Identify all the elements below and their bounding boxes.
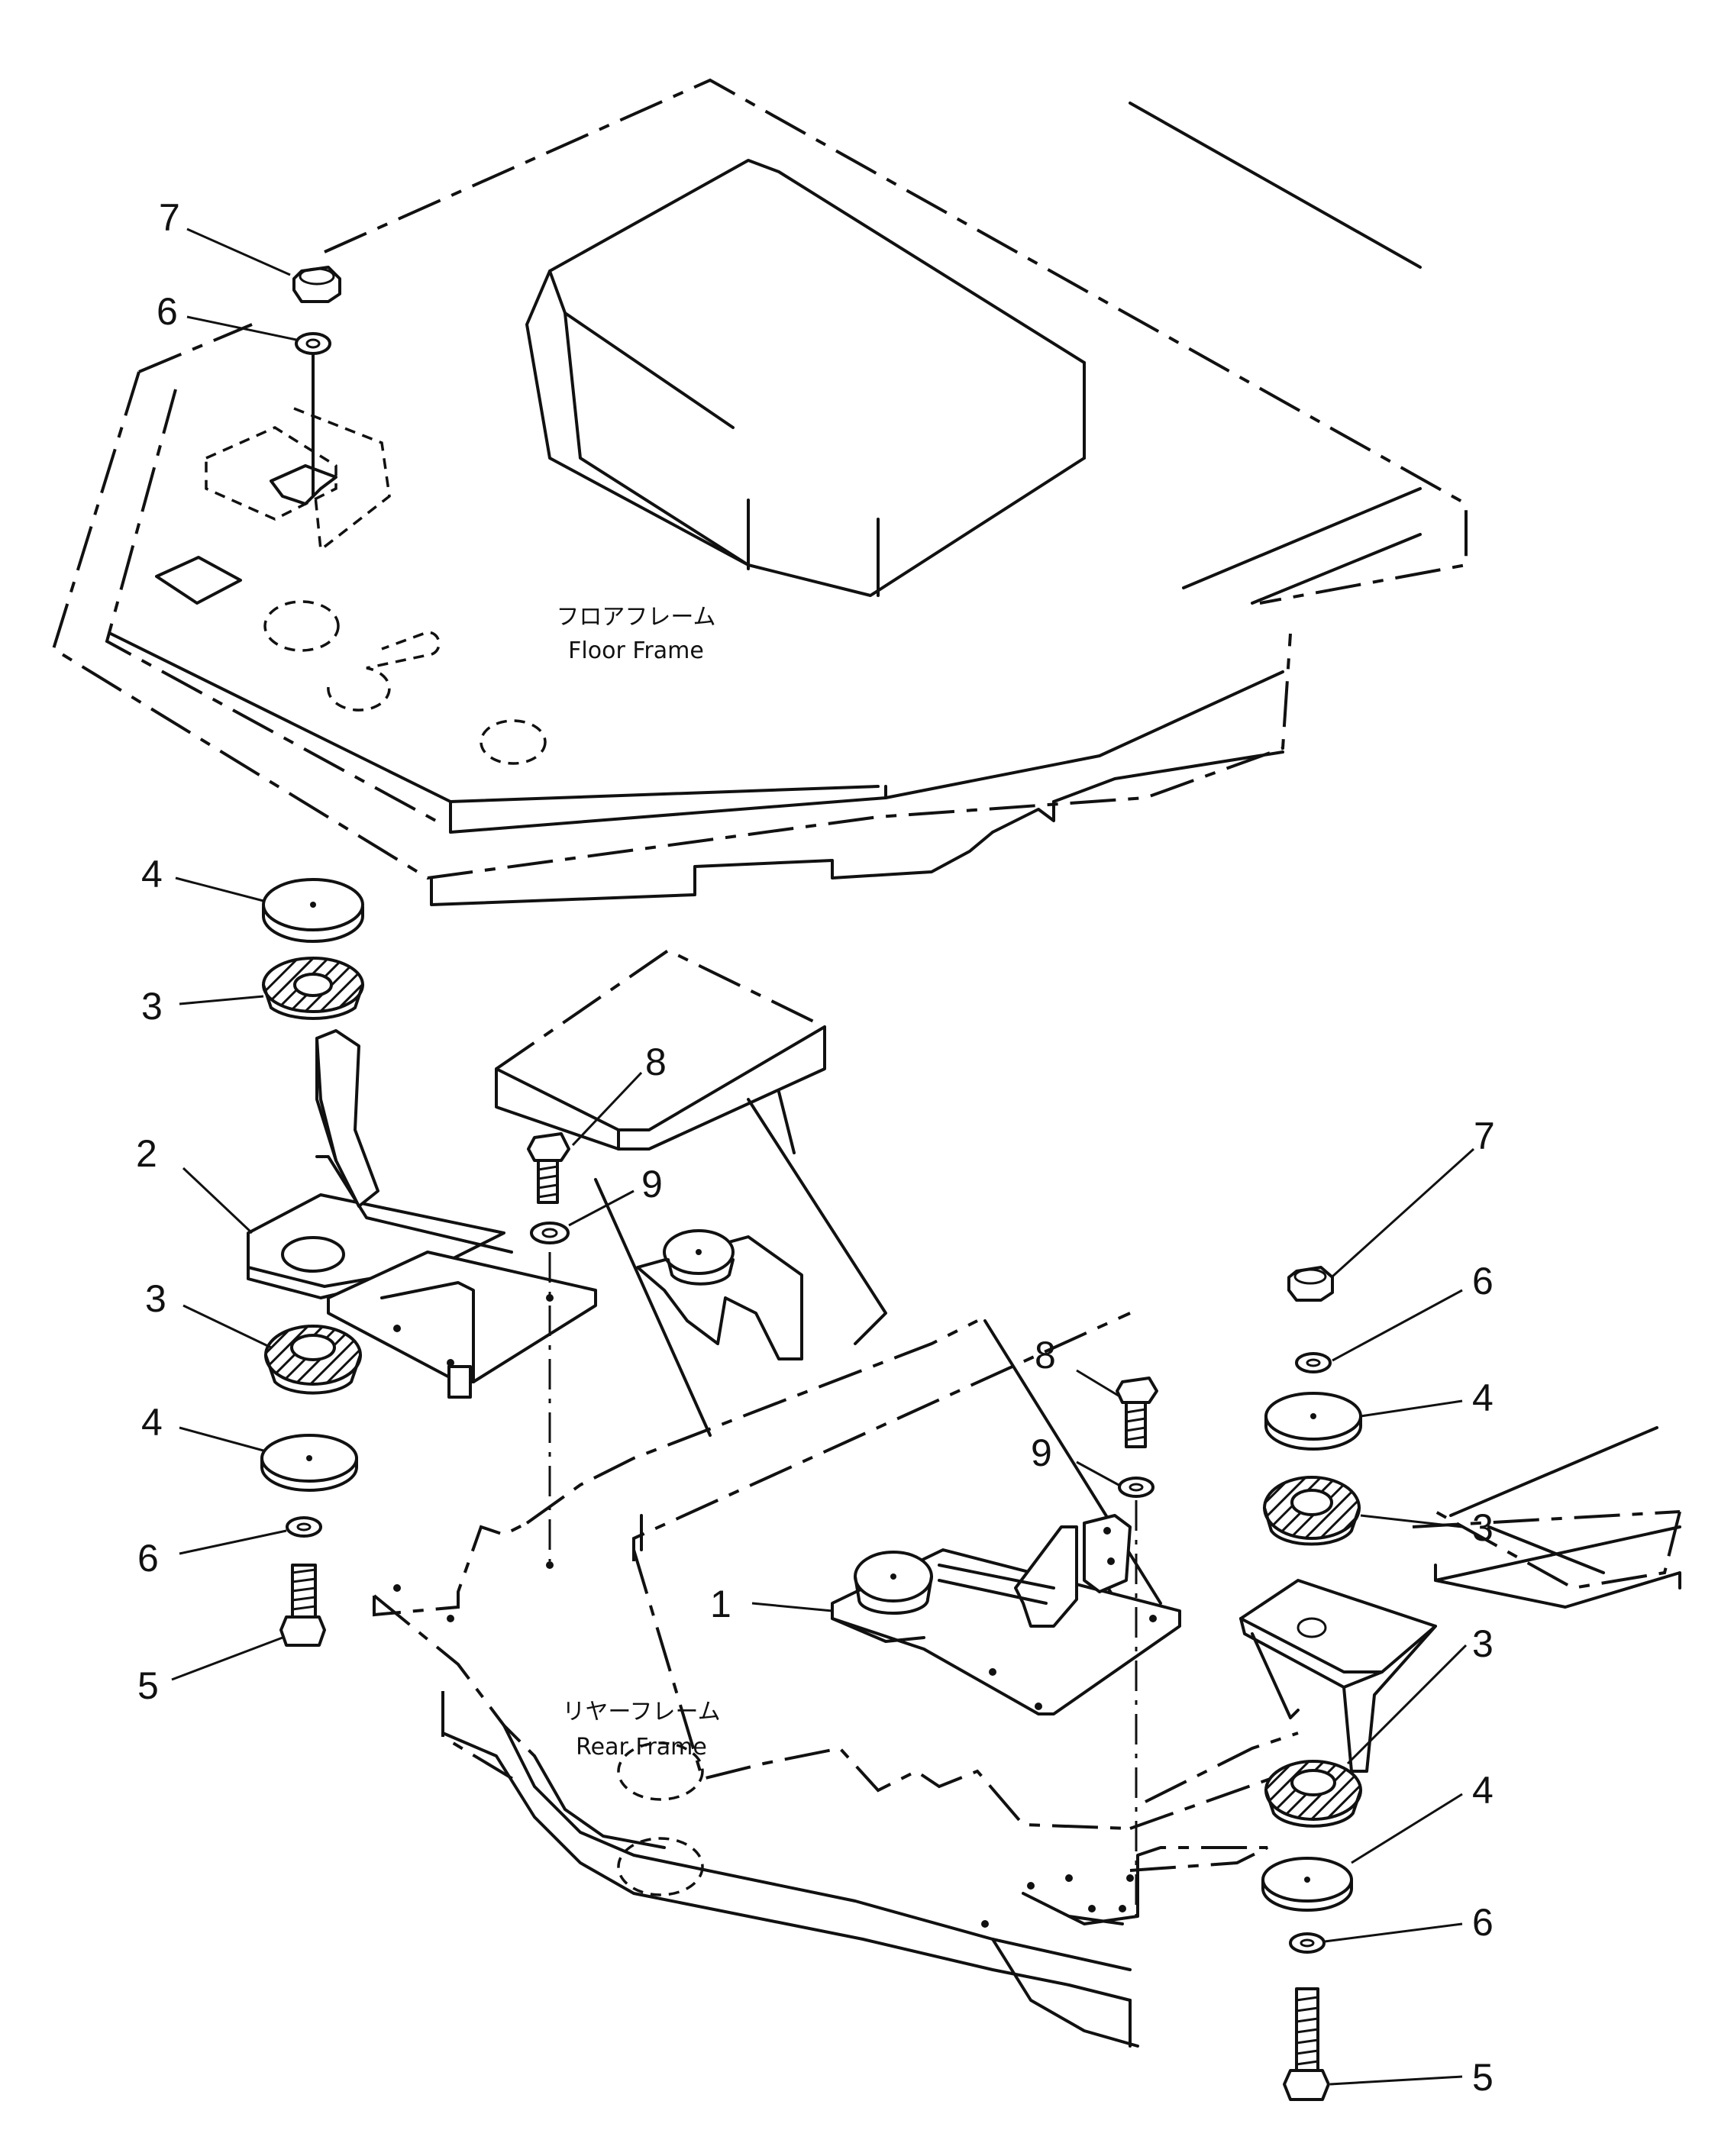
callout-6-right-lower: 6 [1472,1901,1494,1944]
floor-frame [51,78,1468,906]
rear-frame-label: リヤーフレーム Rear Frame [562,1699,720,1761]
plate-4-left-lower [260,1434,358,1492]
plate-4-right-top [1264,1392,1362,1451]
callout-9-left: 9 [641,1163,663,1205]
callout-3-left-lower: 3 [145,1277,166,1320]
callout-4-right-top: 4 [1472,1377,1494,1419]
floor-frame-label-en: Floor Frame [568,637,704,664]
callout-3-top-left: 3 [141,985,163,1028]
callout-7-top: 7 [159,196,180,239]
bolt-8-right [1116,1377,1158,1448]
rear-frame-right-plate [1434,1426,1681,1609]
bolt-5-right [1283,1987,1330,2101]
rear-frame-label-en: Rear Frame [576,1734,707,1761]
callout-3-right-lower: 3 [1472,1622,1494,1665]
washer-9-right [1118,1477,1154,1498]
callout-6-left-lower: 6 [137,1537,159,1580]
washer-6-top [295,332,331,355]
washer-6-right-lower [1289,1932,1326,1954]
plate-4-top-left [262,878,364,943]
callout-4-top-left: 4 [141,853,163,896]
washer-9-left [530,1222,570,1244]
callout-4-left-lower: 4 [141,1401,163,1444]
callout-3-right-top: 3 [1472,1506,1494,1549]
nut-7-top [292,266,341,303]
alignment-lines [548,1252,1138,1916]
nut-7-right [1287,1266,1334,1302]
callout-7-right: 7 [1474,1115,1495,1157]
bolt-8-left [527,1132,570,1204]
washer-6-left-lower [286,1516,322,1538]
right-mount-bracket [1239,1579,1437,1773]
bracket-2 [247,1029,597,1399]
plate-4-right-lower [1261,1857,1353,1912]
callout-9-right: 9 [1031,1431,1052,1474]
callout-4-right-lower: 4 [1472,1769,1494,1812]
washer-6-right-top [1295,1352,1332,1373]
callout-8-right: 8 [1035,1334,1056,1377]
floor-frame-label-jp: フロアフレーム [556,604,715,631]
bolt-5-left [279,1564,326,1647]
bracket-1 [831,1514,1181,1715]
callouts: 7 6 4 3 2 3 4 6 5 8 9 1 8 9 7 6 [136,196,1495,2099]
callout-5-left: 5 [137,1664,159,1707]
center-block [495,948,887,1437]
callout-5-right: 5 [1472,2056,1494,2099]
floor-frame-label: フロアフレーム Floor Frame [556,604,715,664]
callout-2: 2 [136,1132,157,1175]
cushion-3-top-left [262,957,364,1021]
cushion-3-right-top [1263,1476,1361,1546]
rear-frame [373,1312,1681,2048]
callout-6-right-top: 6 [1472,1260,1494,1302]
rear-frame-label-jp: リヤーフレーム [562,1699,720,1725]
callout-6-top: 6 [157,290,178,333]
cushion-3-left-lower [264,1325,362,1395]
callout-1: 1 [710,1583,731,1625]
cushion-3-right-lower [1264,1760,1362,1828]
callout-8-left: 8 [645,1041,667,1083]
